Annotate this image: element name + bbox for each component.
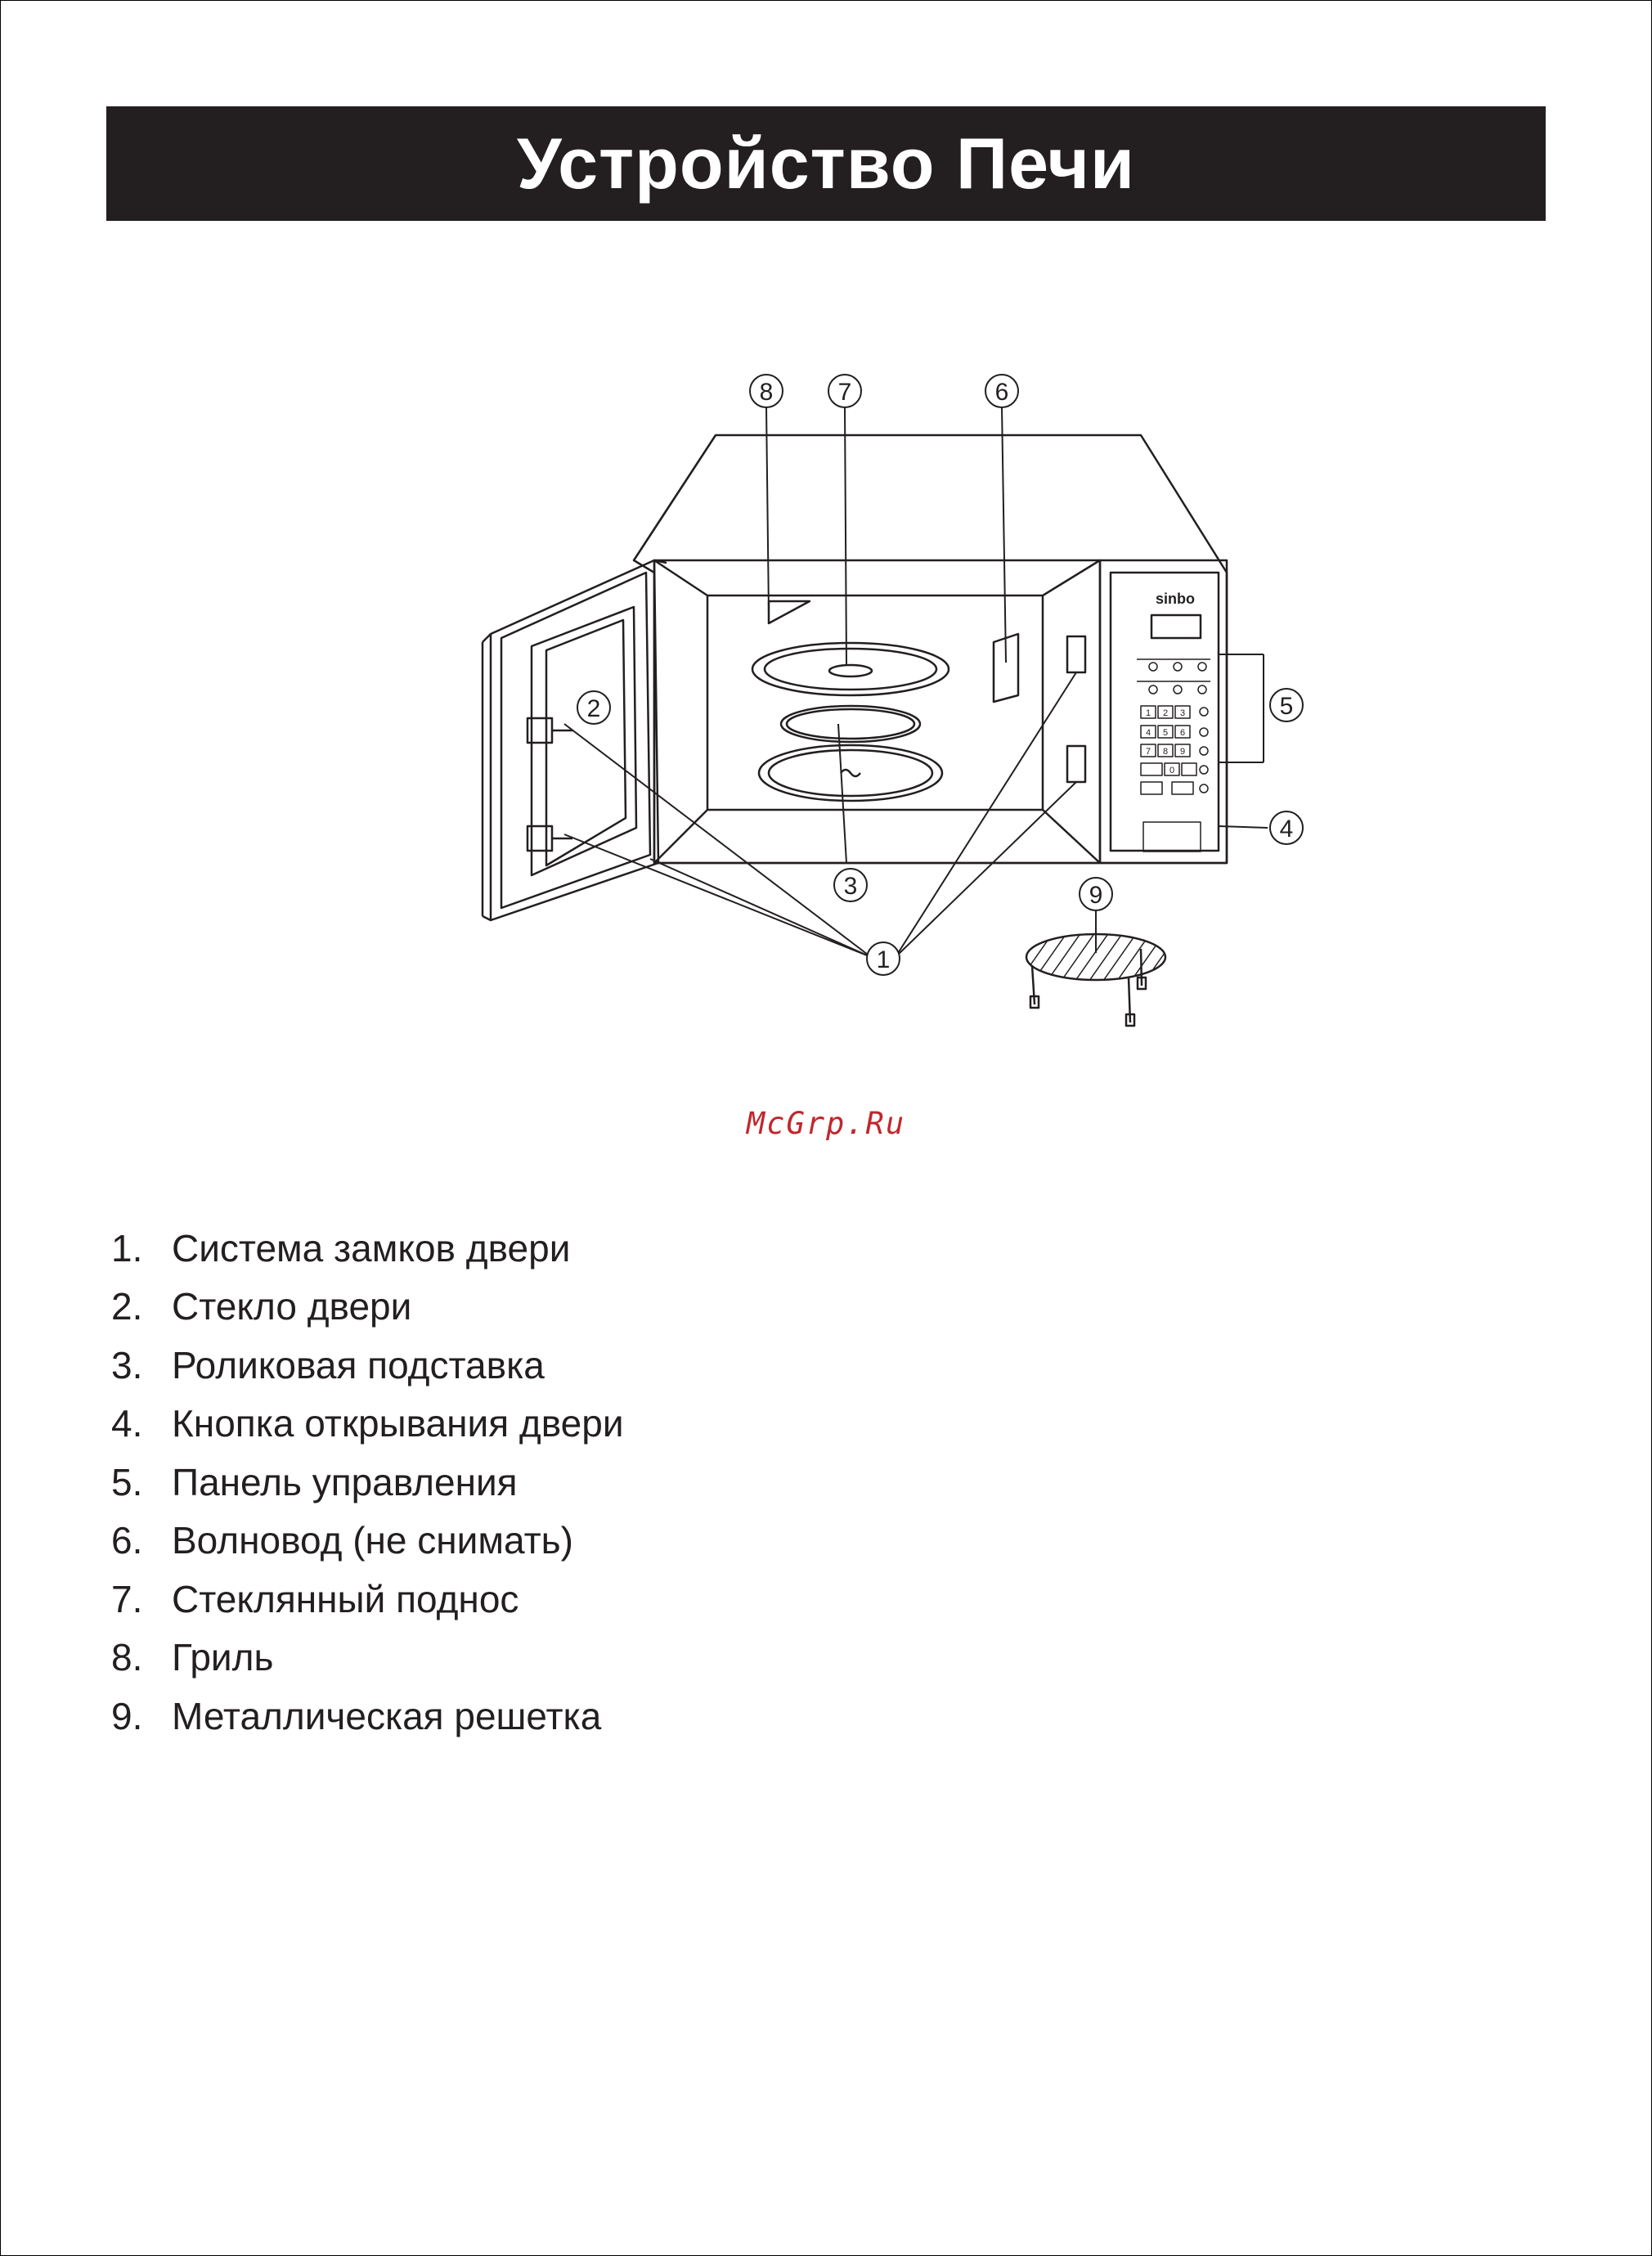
item-label: Волновод (не снимать) [172, 1518, 573, 1562]
item-label: Стеклянный поднос [172, 1577, 518, 1621]
item-label: Стекло двери [172, 1284, 411, 1328]
glass-tray [752, 643, 949, 695]
list-item: 1.Система замков двери [111, 1219, 624, 1278]
item-label: Кнопка открывания двери [172, 1401, 624, 1445]
svg-text:6: 6 [995, 379, 1009, 406]
list-item: 8.Гриль [111, 1629, 624, 1688]
list-item: 9.Металлическая решетка [111, 1687, 624, 1746]
oven-body [634, 435, 1227, 863]
list-item: 6.Волновод (не снимать) [111, 1512, 624, 1571]
keypad-digit: 6 [1180, 728, 1185, 738]
item-label: Система замков двери [172, 1226, 570, 1270]
callout-4: 4 [1270, 811, 1303, 844]
keypad-digit: 1 [1146, 708, 1151, 718]
latch-hole-top [1067, 636, 1085, 672]
svg-text:1: 1 [877, 946, 891, 973]
item-number: 5. [111, 1460, 172, 1504]
latch-hole-bottom [1067, 746, 1085, 782]
item-number: 4. [111, 1401, 172, 1445]
watermark: McGrp.Ru [0, 1106, 1652, 1141]
keypad-digit: 9 [1180, 747, 1185, 757]
microwave-diagram: 8 7 6 2 5 4 3 9 [458, 360, 1374, 1047]
svg-text:2: 2 [587, 695, 601, 722]
callout-2: 2 [577, 691, 610, 724]
svg-text:3: 3 [844, 873, 858, 900]
item-label: Роликовая подставка [172, 1343, 545, 1387]
list-item: 5.Панель управления [111, 1453, 624, 1512]
callout-1: 1 [867, 942, 900, 975]
item-label: Панель управления [172, 1460, 518, 1504]
callout-3: 3 [834, 869, 867, 901]
callout-7: 7 [828, 375, 861, 407]
keypad-digit: 5 [1163, 728, 1168, 738]
item-number: 6. [111, 1518, 172, 1562]
item-label: Гриль [172, 1635, 273, 1679]
callout-9: 9 [1080, 878, 1112, 910]
turntable-base [759, 745, 942, 801]
item-number: 2. [111, 1284, 172, 1328]
item-number: 8. [111, 1635, 172, 1679]
oven-door [483, 560, 667, 920]
svg-text:4: 4 [1280, 816, 1294, 843]
item-number: 9. [111, 1694, 172, 1738]
brand-logo: sinbo [1156, 591, 1195, 607]
title-bar: Устройство Печи [106, 106, 1546, 221]
item-label: Металлическая решетка [172, 1694, 601, 1738]
svg-text:9: 9 [1089, 882, 1103, 909]
list-item: 7.Стеклянный поднос [111, 1570, 624, 1629]
list-item: 4.Кнопка открывания двери [111, 1395, 624, 1454]
roller-ring [781, 706, 920, 742]
keypad-digit: 8 [1163, 747, 1168, 757]
parts-list: 1.Система замков двери 2.Стекло двери 3.… [111, 1219, 624, 1746]
svg-text:5: 5 [1280, 693, 1294, 720]
svg-text:7: 7 [838, 379, 852, 406]
keypad-digit: 2 [1163, 708, 1168, 718]
item-number: 7. [111, 1577, 172, 1621]
list-item: 2.Стекло двери [111, 1278, 624, 1337]
item-number: 1. [111, 1226, 172, 1270]
page-title: Устройство Печи [517, 122, 1135, 205]
keypad-digit: 3 [1180, 708, 1185, 718]
list-item: 3.Роликовая подставка [111, 1336, 624, 1395]
callout-6: 6 [985, 375, 1018, 407]
callout-5: 5 [1270, 689, 1303, 721]
item-number: 3. [111, 1343, 172, 1387]
keypad-digit: 0 [1169, 766, 1174, 775]
keypad-digit: 4 [1146, 728, 1151, 738]
grill-plate [769, 601, 810, 623]
callout-8: 8 [750, 375, 783, 407]
svg-text:8: 8 [760, 379, 774, 406]
keypad-digit: 7 [1146, 747, 1151, 757]
